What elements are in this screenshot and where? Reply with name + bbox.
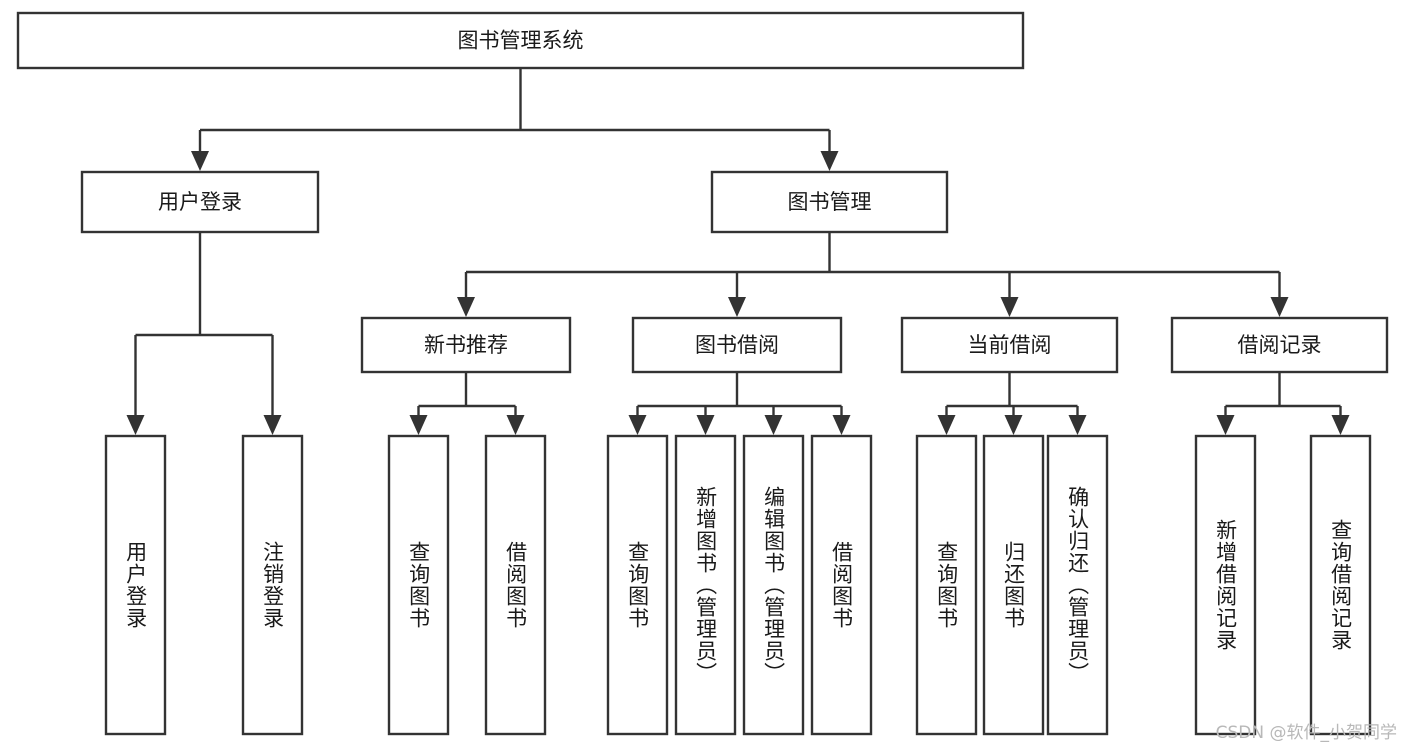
node-label: 借阅记录 [1238, 333, 1322, 357]
node-leaf-borrow-book-2[interactable] [810, 434, 873, 736]
node-box [1046, 434, 1109, 736]
arrow-head-icon [764, 415, 783, 435]
arrow-head-icon [1068, 415, 1087, 435]
arrow-head-icon [628, 415, 647, 435]
arrow-head-icon [191, 151, 209, 171]
node-leaf-add-book[interactable] [674, 434, 737, 736]
node-leaf-return-book[interactable] [982, 434, 1045, 736]
arrow-head-icon [832, 415, 851, 435]
node-leaf-query-book-3[interactable] [915, 434, 978, 736]
node-leaf-query-book-1[interactable] [387, 434, 450, 736]
node-box [810, 434, 873, 736]
arrow-head-icon [1270, 297, 1289, 317]
node-box [606, 434, 669, 736]
arrow-head-icon [1216, 415, 1235, 435]
node-label: 用户登录 [158, 190, 242, 214]
node-box [484, 434, 547, 736]
node-leaf-confirm-return[interactable] [1046, 434, 1109, 736]
node-user-login[interactable]: 用户登录 [80, 170, 320, 234]
node-leaf-user-login[interactable] [104, 434, 167, 736]
arrow-head-icon [696, 415, 715, 435]
node-leaf-add-record[interactable] [1194, 434, 1257, 736]
arrow-head-icon [1000, 297, 1019, 317]
node-label: 图书借阅 [695, 333, 779, 357]
node-label: 图书管理系统 [458, 29, 584, 53]
node-box [710, 170, 949, 234]
node-box [1170, 316, 1389, 374]
arrow-head-icon [820, 151, 839, 171]
node-box [915, 434, 978, 736]
arrow-head-icon [937, 415, 956, 435]
node-borrow-record[interactable]: 借阅记录 [1170, 316, 1389, 374]
node-current-borrow[interactable]: 当前借阅 [900, 316, 1119, 374]
node-leaf-query-book-2[interactable] [606, 434, 669, 736]
node-box [742, 434, 805, 736]
node-new-book-rec[interactable]: 新书推荐 [360, 316, 572, 374]
node-box [631, 316, 843, 374]
node-leaf-borrow-book-1[interactable] [484, 434, 547, 736]
node-label: 当前借阅 [968, 333, 1052, 357]
arrow-head-icon [1004, 415, 1023, 435]
node-box [982, 434, 1045, 736]
node-label: 图书管理 [788, 190, 872, 214]
node-label: 新书推荐 [424, 333, 508, 357]
node-box [387, 434, 450, 736]
node-box [16, 11, 1025, 70]
arrow-head-icon [409, 415, 428, 435]
node-box [900, 316, 1119, 374]
node-book-manage[interactable]: 图书管理 [710, 170, 949, 234]
arrow-head-icon [263, 415, 282, 435]
node-box [1194, 434, 1257, 736]
node-book-borrow[interactable]: 图书借阅 [631, 316, 843, 374]
node-leaf-query-record[interactable] [1309, 434, 1372, 736]
arrow-head-icon [457, 297, 475, 317]
watermark: CSDN @软件_小贺同学 [1215, 723, 1397, 743]
node-box [104, 434, 167, 736]
node-leaf-edit-book[interactable] [742, 434, 805, 736]
node-box [674, 434, 737, 736]
node-box [360, 316, 572, 374]
node-root[interactable]: 图书管理系统 [16, 11, 1025, 70]
arrow-head-icon [506, 415, 525, 435]
arrow-head-icon [126, 415, 145, 435]
node-box [1309, 434, 1372, 736]
node-box [80, 170, 320, 234]
arrow-head-icon [728, 297, 746, 317]
arrow-head-icon [1331, 415, 1350, 435]
node-leaf-logout[interactable] [241, 434, 304, 736]
node-box [241, 434, 304, 736]
